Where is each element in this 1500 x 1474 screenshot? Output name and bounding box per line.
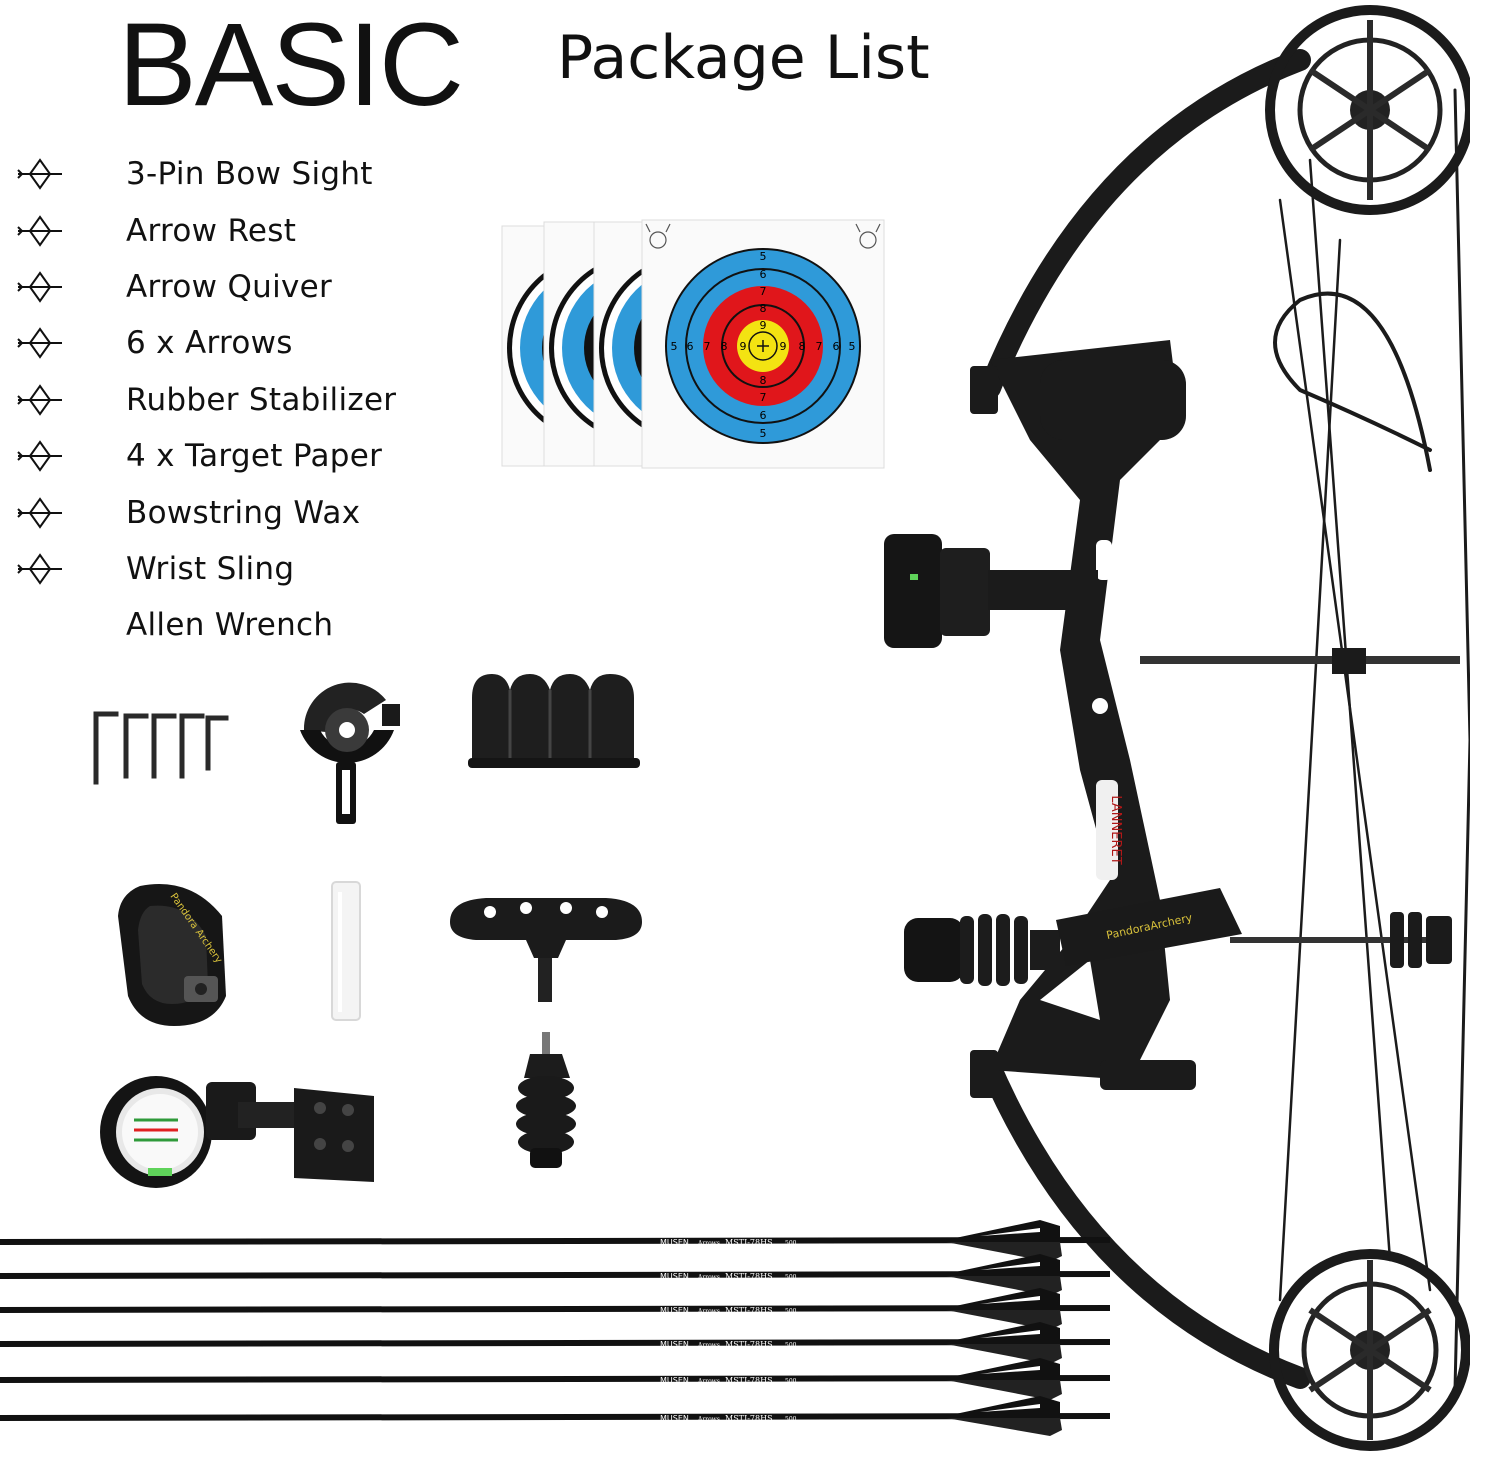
ring-number: 7 bbox=[816, 340, 823, 353]
ring-number: 9 bbox=[740, 340, 747, 353]
arrow-target-bullet-icon bbox=[17, 271, 62, 303]
bowstring-wax-icon bbox=[331, 881, 361, 1021]
ring-number: 8 bbox=[721, 340, 728, 353]
ring-number: 7 bbox=[760, 391, 767, 404]
arrow-model-label: MSTJ-78HS bbox=[725, 1340, 773, 1349]
arrow-spine-label: 500 bbox=[785, 1274, 797, 1281]
arrow-target-bullet-icon bbox=[17, 214, 62, 247]
arrow-target-bullet-icon bbox=[17, 440, 62, 472]
list-item-label: Arrow Rest bbox=[126, 212, 297, 249]
list-item: Arrow Rest bbox=[16, 202, 296, 258]
arrow-brand-label: MUSEN bbox=[660, 1340, 689, 1349]
arrow-model-label: MSTJ-78HS bbox=[725, 1272, 773, 1281]
arrow-brand-label: MUSEN bbox=[660, 1272, 689, 1281]
arrow-brand-label: MUSEN bbox=[660, 1376, 689, 1385]
riser-brand-label: LANNERET bbox=[1108, 795, 1123, 864]
target-paper-stack: 5 6 7 8 9 9 8 7 6 5 9 8 7 6 5 8 7 6 5 bbox=[501, 219, 885, 469]
arrow-quiver-icon bbox=[468, 674, 640, 768]
arrow: MUSEN Arrows MSTJ-78HS 500 bbox=[0, 1322, 1111, 1364]
ring-number: 5 bbox=[760, 250, 767, 263]
list-item: Rubber Stabilizer bbox=[16, 372, 396, 428]
arrow-rest-icon bbox=[300, 682, 400, 824]
arrow-spine-label: 500 bbox=[785, 1308, 797, 1315]
list-item-label: 6 x Arrows bbox=[126, 325, 293, 362]
arrow-target-bullet-icon bbox=[17, 327, 62, 360]
arrow-model-label: MSTJ-78HS bbox=[725, 1414, 773, 1423]
target-paper-front: 5 6 7 8 9 9 8 7 6 5 9 8 7 6 5 8 7 6 5 bbox=[641, 219, 885, 469]
page-title: BASIC bbox=[118, 0, 464, 131]
arrow: MUSEN Arrows MSTJ-78HS 500 bbox=[0, 1396, 1111, 1436]
list-item-label: Arrow Quiver bbox=[126, 268, 333, 305]
list-item: Wrist Sling bbox=[16, 541, 294, 597]
list-item: 6 x Arrows bbox=[16, 315, 292, 371]
wrist-sling-mounted: PandoraArchery bbox=[1056, 888, 1242, 966]
ring-number: 5 bbox=[671, 340, 678, 353]
cam-wheel-bottom bbox=[1269, 1249, 1470, 1451]
arrow-spine-label: 500 bbox=[785, 1240, 797, 1247]
arrow-spine-label: 500 bbox=[785, 1378, 797, 1385]
arrow: MUSEN Arrows MSTJ-78HS 500 bbox=[0, 1288, 1111, 1330]
arrow-target-bullet-icon bbox=[17, 384, 62, 416]
list-item: Arrow Quiver bbox=[16, 259, 332, 315]
arrow-target-bullet-icon bbox=[17, 553, 62, 585]
ring-number: 5 bbox=[849, 340, 856, 353]
arrow-target-bullet-icon bbox=[17, 496, 62, 529]
package-list: 3-Pin Bow Sight Arrow Rest Arrow Quiver … bbox=[16, 146, 396, 654]
cable-slide-and-stabilizer-icon bbox=[450, 898, 642, 1168]
ring-number: 7 bbox=[760, 285, 767, 298]
arrow-series-label: Arrows bbox=[697, 1274, 720, 1281]
arrow-model-label: MSTJ-78HS bbox=[725, 1376, 773, 1385]
ring-number: 7 bbox=[704, 340, 711, 353]
arrow-spine-label: 500 bbox=[785, 1416, 797, 1423]
wrist-sling-icon: Pandora Archery bbox=[118, 884, 226, 1026]
ring-number: 6 bbox=[760, 268, 767, 281]
arrow-model-label: MSTJ-78HS bbox=[725, 1306, 773, 1315]
arrow: MUSEN Arrows MSTJ-78HS 500 bbox=[0, 1358, 1111, 1400]
arrow-series-label: Arrows bbox=[697, 1378, 720, 1385]
arrow-series-label: Arrows bbox=[697, 1342, 720, 1349]
list-item: 4 x Target Paper bbox=[16, 428, 382, 484]
arrow-brand-label: MUSEN bbox=[660, 1414, 689, 1423]
compound-bow-icon: LANNERET PandoraArchery bbox=[884, 5, 1470, 1451]
cam-wheel-top bbox=[1265, 5, 1470, 215]
arrow-model-label: MSTJ-78HS bbox=[725, 1238, 773, 1247]
ring-number: 8 bbox=[799, 340, 806, 353]
list-item-label: Wrist Sling bbox=[126, 550, 295, 587]
page-subtitle: Package List bbox=[557, 23, 930, 93]
bow-riser bbox=[970, 340, 1196, 1098]
ring-number: 6 bbox=[833, 340, 840, 353]
list-item-label: Allen Wrench bbox=[126, 607, 334, 644]
stabilizer-mounted bbox=[904, 914, 1060, 986]
arrow-brand-label: MUSEN bbox=[660, 1238, 689, 1247]
arrow: MUSEN Arrows MSTJ-78HS 500 bbox=[0, 1220, 1111, 1262]
three-pin-sight-icon bbox=[100, 1076, 374, 1188]
arrow-series-label: Arrows bbox=[697, 1240, 720, 1247]
arrow: MUSEN Arrows MSTJ-78HS 500 bbox=[0, 1254, 1111, 1296]
ring-number: 9 bbox=[780, 340, 787, 353]
ring-number: 6 bbox=[687, 340, 694, 353]
ring-number: 9 bbox=[760, 319, 767, 332]
list-item: 3-Pin Bow Sight bbox=[16, 146, 372, 202]
ring-number: 8 bbox=[760, 302, 767, 315]
ring-number: 5 bbox=[760, 427, 767, 440]
ring-number: 8 bbox=[760, 374, 767, 387]
bow-sight-mounted bbox=[884, 534, 1098, 648]
list-item-label: 4 x Target Paper bbox=[126, 438, 383, 475]
list-item-label: 3-Pin Bow Sight bbox=[126, 156, 373, 193]
arrow-brand-label: MUSEN bbox=[660, 1306, 689, 1315]
allen-wrench-set-icon bbox=[93, 711, 229, 785]
ring-number: 6 bbox=[760, 409, 767, 422]
arrows-group: MUSEN Arrows MSTJ-78HS 500 MUSEN Arrows … bbox=[0, 1220, 1111, 1436]
deer-logo-icon bbox=[645, 223, 881, 249]
list-item-label: Bowstring Wax bbox=[126, 494, 361, 531]
list-item-label: Rubber Stabilizer bbox=[126, 381, 397, 418]
arrow-spine-label: 500 bbox=[785, 1342, 797, 1349]
arrow-series-label: Arrows bbox=[697, 1416, 720, 1423]
arrow-series-label: Arrows bbox=[697, 1308, 720, 1315]
list-item: Allen Wrench bbox=[16, 597, 333, 653]
list-item: Bowstring Wax bbox=[16, 484, 360, 540]
arrow-target-bullet-icon bbox=[17, 158, 62, 190]
